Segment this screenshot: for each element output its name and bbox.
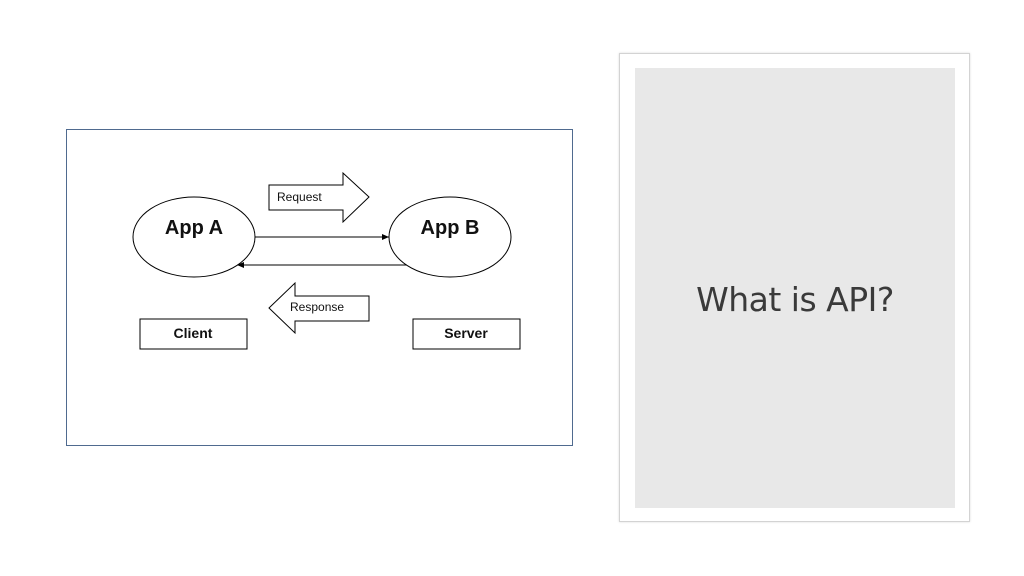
- slide-title: What is API?: [696, 280, 894, 319]
- title-panel-fill: What is API?: [635, 68, 955, 508]
- diagram-frame: App A App B Request Response Client: [66, 129, 573, 446]
- api-diagram: App A App B Request Response Client: [132, 171, 521, 350]
- node-app-a-label: App A: [165, 217, 223, 239]
- request-block-arrow: Request: [268, 171, 370, 224]
- request-label: Request: [277, 190, 322, 204]
- server-label: Server: [444, 325, 488, 341]
- node-app-a: App A: [132, 196, 256, 278]
- title-panel: What is API?: [619, 53, 970, 522]
- client-label: Client: [174, 325, 213, 341]
- node-app-b-label: App B: [421, 217, 480, 239]
- client-box: Client: [139, 318, 248, 350]
- response-block-arrow: Response: [268, 281, 370, 335]
- node-app-b: App B: [388, 196, 512, 278]
- server-box: Server: [412, 318, 521, 350]
- response-label: Response: [290, 300, 344, 314]
